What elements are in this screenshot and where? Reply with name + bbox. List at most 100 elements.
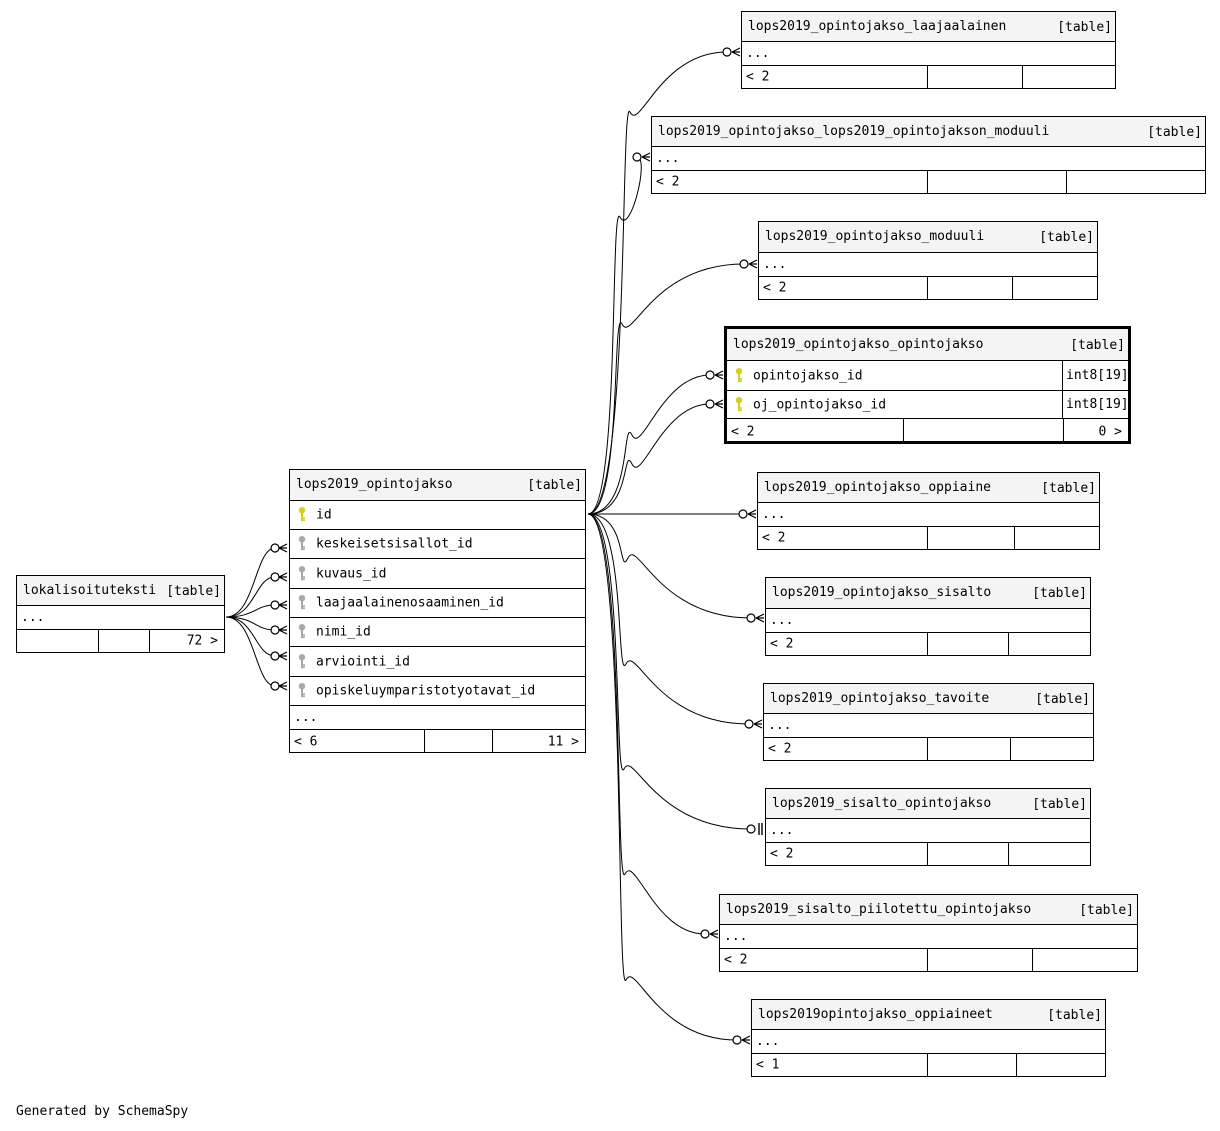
table-name[interactable]: lops2019_opintojakso_opintojakso	[733, 336, 984, 352]
table-lops2019-opintojakso[interactable]: lops2019_opintojakso [table] id keskeiset…	[289, 469, 586, 753]
zero-optional-marker	[746, 824, 756, 834]
parents-cell[interactable]: < 1	[752, 1054, 927, 1076]
parents-count-link[interactable]: < 2	[768, 741, 792, 757]
table-header[interactable]: lops2019_opintojakso_sisalto [table]	[766, 578, 1090, 608]
column-name[interactable]: opiskeluymparistotyotavat_id	[316, 683, 536, 699]
column-name[interactable]: arviointi_id	[316, 654, 410, 669]
children-cell[interactable]: 0 >	[1063, 419, 1128, 444]
column-name[interactable]: nimi_id	[316, 624, 371, 640]
parents-count-link[interactable]: < 2	[770, 846, 794, 862]
table-header[interactable]: lops2019_sisalto_piilotettu_opintojakso …	[720, 895, 1137, 924]
more-columns-ellipsis: ...	[770, 612, 794, 628]
column-row[interactable]: laajaalainenosaaminen_id	[290, 588, 585, 617]
table-lops2019opintojakso-oppiaineet[interactable]: lops2019opintojakso_oppiaineet [table] .…	[751, 999, 1106, 1077]
more-columns-row: ...	[720, 924, 1137, 948]
parents-count-link[interactable]: < 6	[294, 734, 318, 749]
rowcount-cell	[903, 419, 1063, 444]
table-name[interactable]: lops2019_opintojakso	[296, 476, 453, 492]
table-lops2019-opintojakso-oppiaine[interactable]: lops2019_opintojakso_oppiaine [table] ..…	[757, 472, 1100, 550]
table-lops2019-sisalto-opintojakso[interactable]: lops2019_sisalto_opintojakso [table] ...…	[765, 788, 1091, 866]
column-row[interactable]: id	[290, 500, 585, 529]
rowcount-cell	[927, 66, 1022, 88]
parents-cell[interactable]: < 2	[758, 527, 927, 549]
table-name[interactable]: lops2019_opintojakso_moduuli	[765, 228, 985, 244]
relationship-edge	[587, 513, 706, 935]
table-header[interactable]: lops2019opintojakso_oppiaineet [table]	[752, 1000, 1105, 1029]
table-name[interactable]: lops2019_sisalto_opintojakso	[772, 795, 992, 811]
table-header[interactable]: lops2019_opintojakso_laajaalainen [table…	[742, 12, 1115, 41]
table-lops2019-opintojakso-sisalto[interactable]: lops2019_opintojakso_sisalto [table] ...…	[765, 577, 1091, 656]
column-name[interactable]: opintojakso_id	[753, 368, 863, 383]
parents-count-link[interactable]: < 2	[763, 280, 787, 296]
parents-count-link[interactable]: < 2	[731, 424, 755, 439]
table-name[interactable]: lokalisoituteksti	[23, 582, 157, 598]
parents-cell[interactable]: < 6	[290, 730, 424, 753]
table-header[interactable]: lokalisoituteksti [table]	[17, 576, 224, 605]
children-cell[interactable]: 72 >	[149, 630, 224, 652]
table-name[interactable]: lops2019_opintojakso_sisalto	[772, 584, 992, 600]
table-lops2019-opintojakso-laajaalainen[interactable]: lops2019_opintojakso_laajaalainen [table…	[741, 11, 1116, 89]
column-name[interactable]: id	[316, 507, 332, 523]
parents-count-link[interactable]: < 1	[756, 1057, 780, 1073]
table-header[interactable]: lops2019_opintojakso_oppiaine [table]	[758, 473, 1099, 502]
parents-count-link[interactable]: < 2	[770, 636, 794, 652]
table-name[interactable]: lops2019_sisalto_piilotettu_opintojakso	[726, 901, 1032, 917]
parents-cell	[17, 630, 98, 652]
table-name[interactable]: lops2019_opintojakso_laajaalainen	[748, 18, 1007, 34]
parents-cell[interactable]: < 2	[727, 419, 903, 444]
table-lops2019-opintojakso-tavoite[interactable]: lops2019_opintojakso_tavoite [table] ...…	[763, 683, 1094, 761]
column-name[interactable]: laajaalainenosaaminen_id	[316, 595, 504, 611]
column-row[interactable]: arviointi_id	[290, 646, 585, 676]
column-row[interactable]: kuvaus_id	[290, 558, 585, 588]
column-name[interactable]: kuvaus_id	[316, 566, 387, 581]
children-cell[interactable]: 11 >	[492, 730, 585, 753]
table-lops2019-sisalto-piilotettu-opintojakso[interactable]: lops2019_sisalto_piilotettu_opintojakso …	[719, 894, 1138, 972]
more-columns-row: ...	[752, 1029, 1105, 1053]
column-row[interactable]: opiskeluymparistotyotavat_id	[290, 676, 585, 705]
column-row[interactable]: nimi_id	[290, 617, 585, 646]
children-count-link[interactable]: 0 >	[1098, 424, 1122, 439]
table-header[interactable]: lops2019_opintojakso_moduuli [table]	[759, 222, 1097, 252]
crows-foot-marker	[278, 543, 288, 553]
one-only-marker	[758, 823, 763, 835]
children-count-link[interactable]: 72 >	[186, 633, 218, 649]
parents-cell[interactable]: < 2	[652, 171, 927, 193]
table-type: [table]	[1032, 586, 1087, 602]
table-name[interactable]: lops2019_opintojakso_tavoite	[770, 690, 990, 706]
parents-cell[interactable]: < 2	[742, 66, 927, 88]
column-name[interactable]: oj_opintojakso_id	[753, 397, 887, 412]
parents-cell[interactable]: < 2	[759, 277, 927, 299]
parents-count-link[interactable]: < 2	[656, 174, 680, 190]
children-count-link[interactable]: 11 >	[547, 734, 579, 749]
table-name[interactable]: lops2019_opintojakso_lops2019_opintojaks…	[658, 123, 1050, 139]
column-name[interactable]: keskeisetsisallot_id	[316, 536, 473, 552]
table-footer: < 2 0 >	[727, 418, 1128, 444]
table-header[interactable]: lops2019_opintojakso [table]	[290, 470, 585, 500]
parents-cell[interactable]: < 2	[766, 633, 927, 655]
table-lops2019-opintojakso-opintojakso[interactable]: lops2019_opintojakso_opintojakso [table]…	[724, 326, 1131, 444]
table-header[interactable]: lops2019_opintojakso_lops2019_opintojaks…	[652, 117, 1205, 146]
parents-count-link[interactable]: < 2	[746, 69, 770, 85]
table-lops2019-opintojakso-lops2019-opintojakson-moduuli[interactable]: lops2019_opintojakso_lops2019_opintojaks…	[651, 116, 1206, 194]
parents-count-link[interactable]: < 2	[762, 530, 786, 546]
more-columns-row: ...	[758, 502, 1099, 526]
relationship-edge	[225, 576, 276, 618]
more-columns-row: ...	[766, 608, 1090, 632]
parents-cell[interactable]: < 2	[766, 843, 927, 865]
table-name[interactable]: lops2019opintojakso_oppiaineet	[758, 1006, 993, 1022]
table-header[interactable]: lops2019_opintojakso_opintojakso [table]	[727, 329, 1128, 360]
table-lokalisoituteksti[interactable]: lokalisoituteksti [table] ... 72 >	[16, 575, 225, 653]
parents-cell[interactable]: < 2	[720, 949, 927, 971]
table-type: [table]	[166, 583, 221, 599]
table-header[interactable]: lops2019_sisalto_opintojakso [table]	[766, 789, 1090, 818]
table-header[interactable]: lops2019_opintojakso_tavoite [table]	[764, 684, 1093, 713]
column-row[interactable]: keskeisetsisallot_id	[290, 529, 585, 558]
table-name[interactable]: lops2019_opintojakso_oppiaine	[764, 479, 991, 495]
parents-count-link[interactable]: < 2	[724, 952, 748, 968]
table-lops2019-opintojakso-moduuli[interactable]: lops2019_opintojakso_moduuli [table] ...…	[758, 221, 1098, 300]
parents-cell[interactable]: < 2	[764, 738, 927, 760]
more-columns-ellipsis: ...	[770, 822, 794, 838]
rowcount-cell	[927, 949, 1032, 971]
